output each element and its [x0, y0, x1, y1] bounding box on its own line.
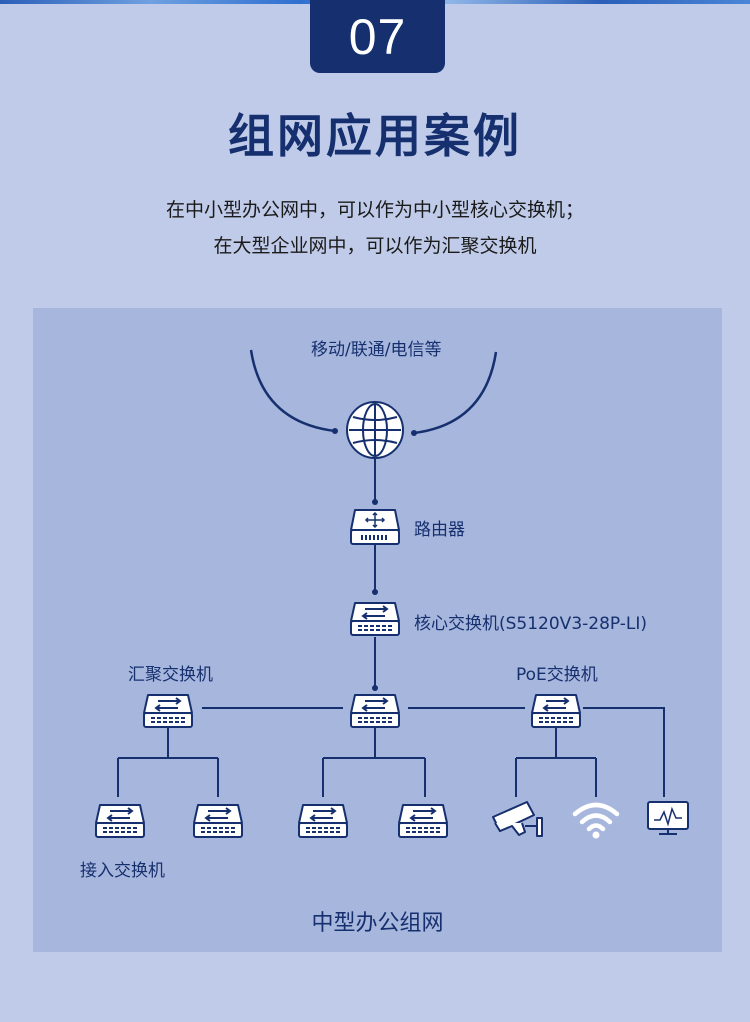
isp-label: 移动/联通/电信等: [311, 340, 442, 360]
wifi-icon: [572, 802, 620, 832]
access-switch-icon-3: [298, 804, 348, 838]
isp-arc-left: [249, 349, 336, 433]
router-icon: [350, 509, 400, 545]
section-number: 07: [348, 8, 407, 65]
diagram-caption: 中型办公组网: [311, 911, 444, 936]
poe-switch-icon: [531, 694, 581, 728]
description-line-2: 在大型企业网中，可以作为汇聚交换机: [213, 235, 537, 257]
access-switch-icon-1: [95, 804, 145, 838]
monitor-icon: [647, 801, 689, 835]
isp-arc-right: [413, 351, 498, 435]
core-switch-label: 核心交换机(S5120V3-28P-LI): [414, 614, 648, 634]
access-switch-icon-2: [193, 804, 243, 838]
aggregation-switch-icon: [143, 694, 193, 728]
core-switch-center-icon: [350, 694, 400, 728]
wifi-dot: [592, 831, 600, 839]
section-number-badge: 07: [310, 0, 445, 73]
connection-lines: [117, 458, 665, 797]
aggregation-switch-label: 汇聚交换机: [128, 665, 213, 685]
page-title: 组网应用案例: [228, 109, 522, 163]
poe-switch-label: PoE交换机: [516, 665, 598, 685]
access-switch-icon-4: [398, 804, 448, 838]
router-label: 路由器: [414, 520, 465, 540]
camera-icon: [492, 801, 543, 837]
access-switch-label: 接入交换机: [80, 861, 165, 881]
description-line-1: 在中小型办公网中，可以作为中小型核心交换机；: [165, 199, 584, 221]
connection-dots: [372, 499, 378, 691]
core-switch-icon: [350, 602, 400, 636]
globe-icon: [346, 401, 404, 459]
